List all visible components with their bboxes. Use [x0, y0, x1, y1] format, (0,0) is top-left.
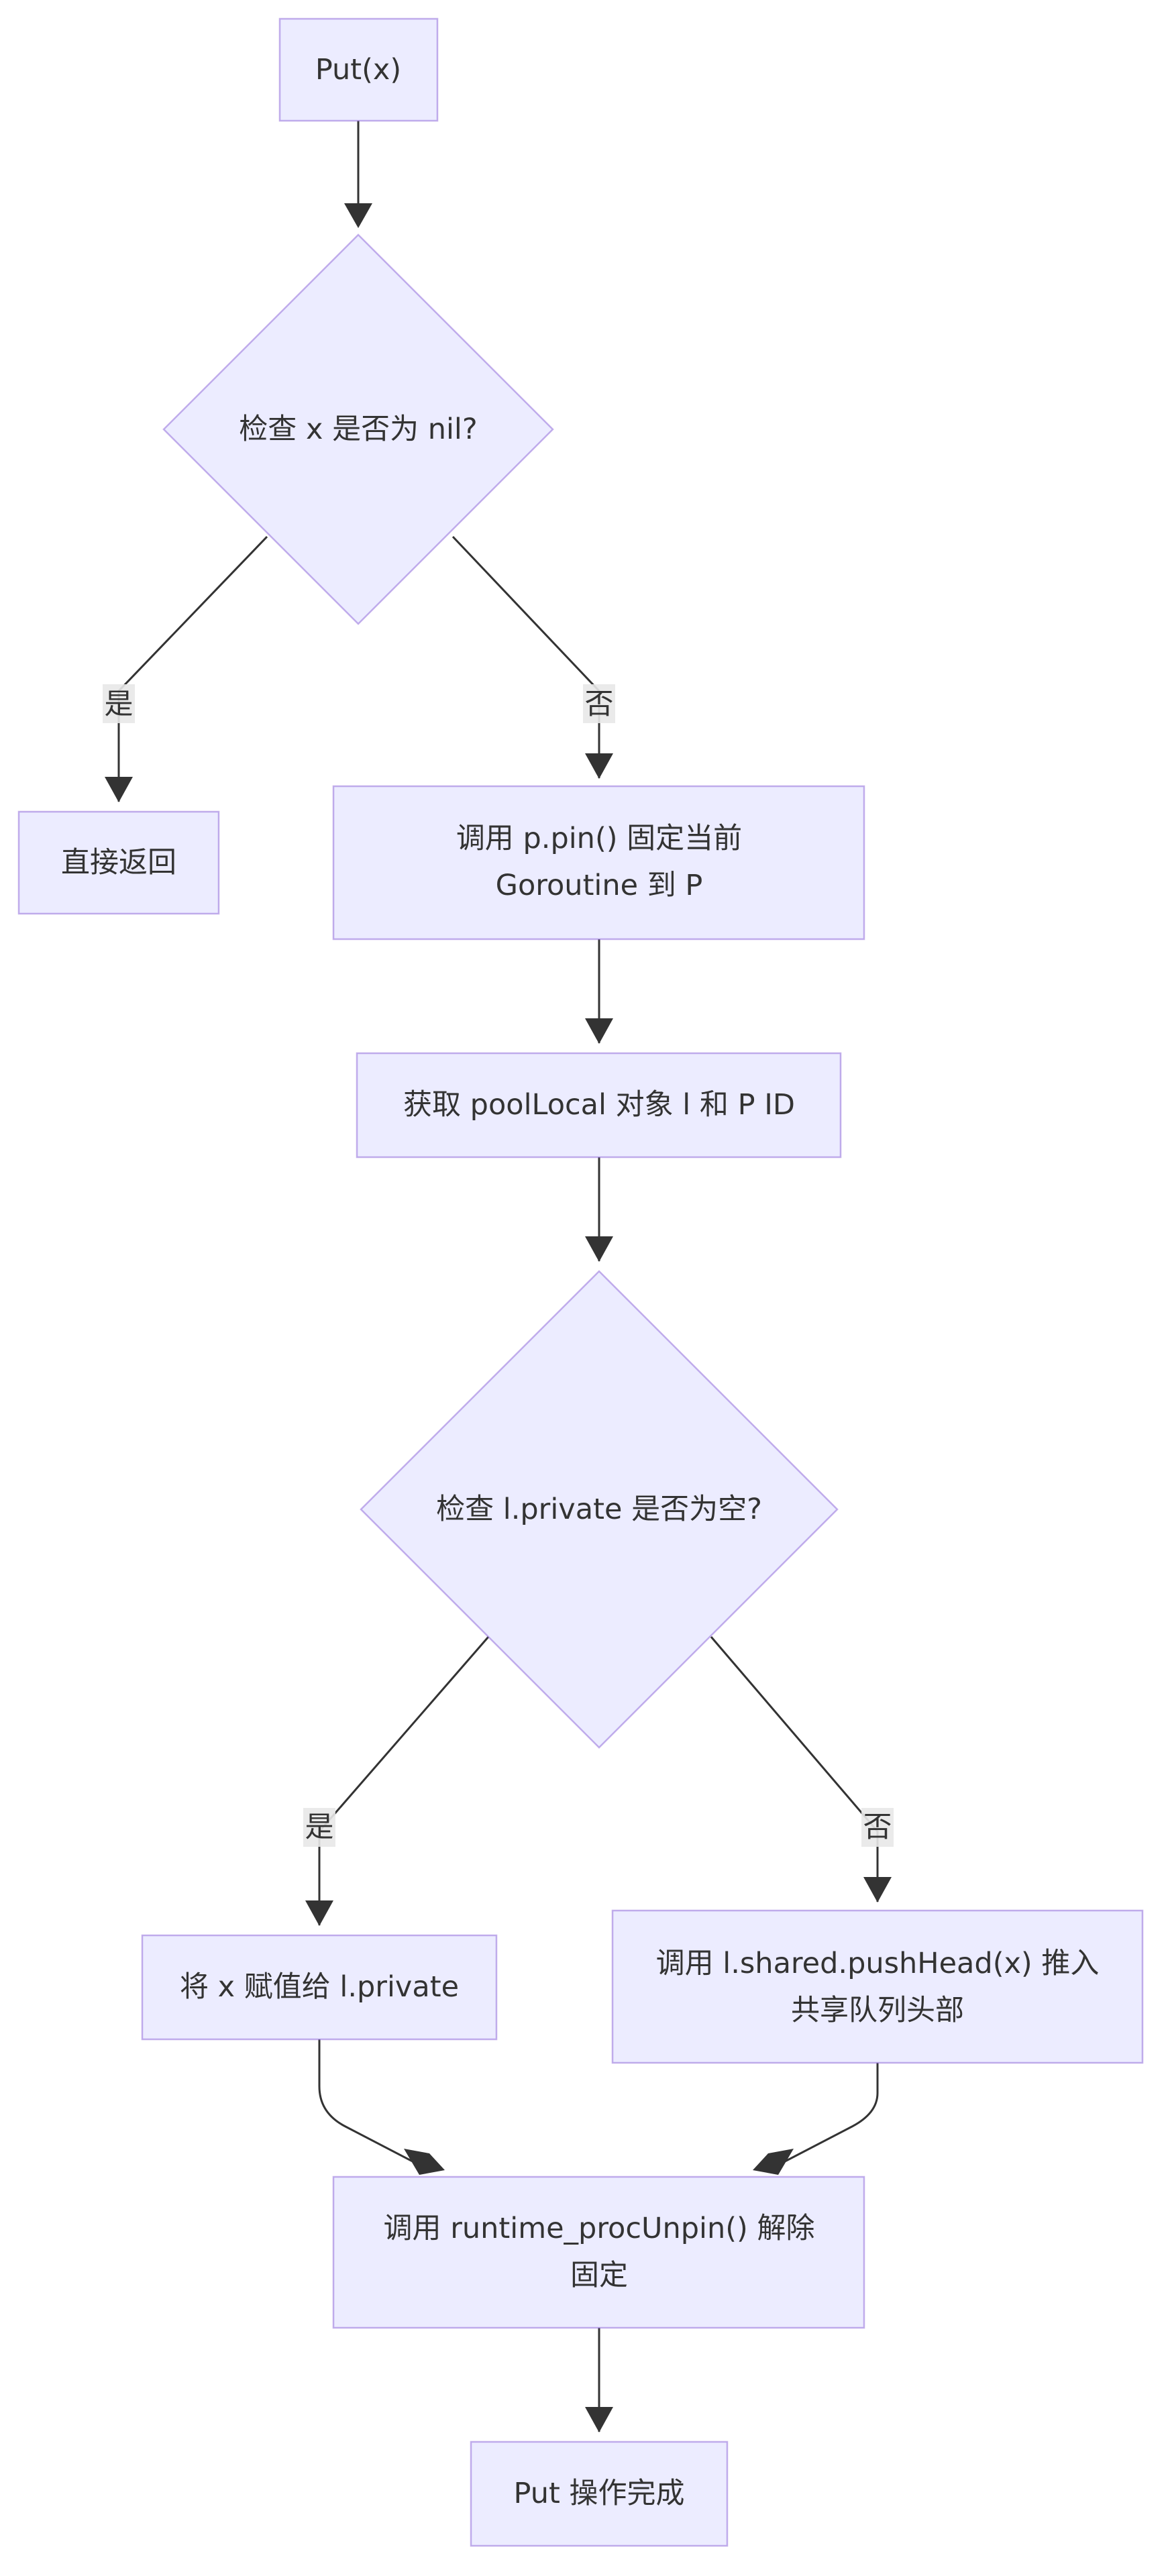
edge-label-nil-yes: 是 — [103, 684, 135, 723]
node-assign-private: 将 x 赋值给 l.private — [141, 1934, 498, 2041]
svg-text:Put 操作完成: Put 操作完成 — [514, 2477, 685, 2510]
edge-label-private-no: 否 — [861, 1808, 894, 1847]
edge-private-no — [710, 1636, 879, 1902]
svg-text:Goroutine 到 P: Goroutine 到 P — [496, 869, 703, 902]
arrowheads — [105, 203, 892, 2432]
edge-nil-no — [452, 535, 600, 778]
node-unpin: 调用 runtime_procUnpin() 解除 固定 — [332, 2176, 865, 2329]
svg-text:获取 poolLocal 对象 l 和 P ID: 获取 poolLocal 对象 l 和 P ID — [403, 1088, 795, 1122]
svg-text:是: 是 — [305, 1811, 334, 1844]
edge-label-nil-no: 否 — [583, 684, 615, 723]
svg-text:调用 p.pin() 固定当前: 调用 p.pin() 固定当前 — [456, 822, 742, 855]
arrowhead — [585, 753, 613, 779]
svg-text:将 x 赋值给 l.private: 将 x 赋值给 l.private — [180, 1970, 459, 2004]
edge-label-private-yes: 是 — [303, 1808, 335, 1847]
arrowhead — [404, 2149, 445, 2175]
svg-text:固定: 固定 — [570, 2259, 628, 2292]
svg-text:直接返回: 直接返回 — [61, 846, 176, 879]
arrowhead — [863, 1877, 892, 1902]
svg-text:是: 是 — [105, 688, 134, 721]
svg-text:调用 l.shared.pushHead(x) 推入: 调用 l.shared.pushHead(x) 推入 — [656, 1947, 1100, 1980]
svg-text:否: 否 — [585, 688, 614, 721]
node-get-local: 获取 poolLocal 对象 l 和 P ID — [356, 1052, 842, 1159]
svg-text:检查 x 是否为 nil?: 检查 x 是否为 nil? — [239, 413, 477, 446]
node-push-head: 调用 l.shared.pushHead(x) 推入 共享队列头部 — [611, 1909, 1144, 2064]
svg-text:Put(x): Put(x) — [315, 53, 401, 87]
node-start: Put(x) — [278, 17, 439, 122]
arrowhead — [753, 2149, 794, 2175]
arrowhead — [585, 1018, 613, 1044]
arrowhead — [305, 1900, 333, 1926]
node-check-private: 检查 l.private 是否为空? — [360, 1270, 839, 1749]
node-check-nil: 检查 x 是否为 nil? — [162, 233, 554, 625]
edge-assign-to-unpin — [318, 2039, 430, 2171]
svg-text:共享队列头部: 共享队列头部 — [791, 1994, 964, 2027]
node-return-direct: 直接返回 — [17, 810, 220, 915]
svg-text:否: 否 — [863, 1811, 892, 1844]
svg-text:检查 l.private 是否为空?: 检查 l.private 是否为空? — [436, 1493, 762, 1526]
arrowhead — [344, 203, 372, 228]
edge-nil-yes — [117, 535, 268, 802]
node-done: Put 操作完成 — [470, 2440, 729, 2547]
arrowhead — [585, 1236, 613, 1262]
edge-push-to-unpin — [767, 2063, 879, 2171]
arrowhead — [105, 777, 133, 802]
svg-text:调用 runtime_procUnpin() 解除: 调用 runtime_procUnpin() 解除 — [384, 2212, 815, 2245]
node-pin: 调用 p.pin() 固定当前 Goroutine 到 P — [332, 785, 865, 941]
arrowhead — [585, 2407, 613, 2432]
edge-private-yes — [318, 1636, 490, 1925]
